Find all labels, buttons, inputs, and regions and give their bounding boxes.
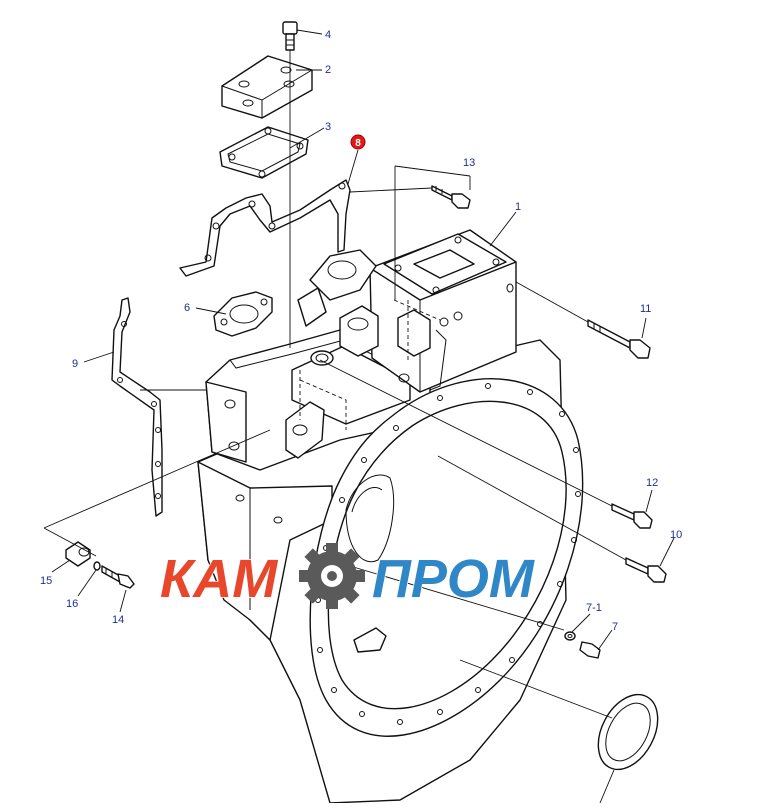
label-9[interactable]: 9	[72, 358, 78, 370]
label-1[interactable]: 1	[515, 201, 521, 213]
label-7[interactable]: 7	[612, 621, 618, 633]
part-4-bolt[interactable]	[282, 21, 298, 51]
label-3[interactable]: 3	[325, 121, 331, 133]
label-8-highlighted[interactable]: 8	[350, 134, 366, 150]
seal-ring[interactable]	[586, 684, 669, 779]
part-12-bolt[interactable]	[611, 503, 653, 529]
part-16-ring[interactable]	[93, 561, 101, 571]
part-14-stud[interactable]	[101, 565, 135, 589]
part-7-plug[interactable]	[579, 641, 601, 659]
part-7-1-washer[interactable]	[564, 631, 576, 641]
leader-lines	[43, 29, 675, 804]
part-13-bolt[interactable]	[431, 185, 471, 209]
watermark-logo: КАМ ПРОМ	[159, 543, 536, 610]
label-2[interactable]: 2	[325, 64, 331, 76]
part-10-bolt[interactable]	[625, 557, 667, 583]
part-3-gasket[interactable]	[219, 126, 309, 179]
gear-icon	[299, 543, 365, 609]
part-15-sleeve[interactable]	[65, 541, 91, 567]
part-8-gasket[interactable]	[179, 179, 351, 277]
part-1-housing[interactable]	[197, 229, 584, 804]
label-7-1[interactable]: 7-1	[586, 602, 602, 614]
watermark-right-text: ПРОМ	[372, 549, 535, 609]
part-9-gasket[interactable]	[111, 297, 163, 517]
part-11-bolt[interactable]	[587, 319, 651, 359]
label-16[interactable]: 16	[66, 598, 78, 610]
part-6-gasket[interactable]	[213, 291, 273, 337]
part-2-cover[interactable]	[221, 55, 313, 119]
part-number-labels: 4 2 3 6 9 13 1 11 12 10 7-1 7 15 16 14 8	[40, 29, 682, 633]
label-14[interactable]: 14	[112, 614, 124, 626]
watermark-left-text: КАМ	[160, 549, 278, 609]
label-10[interactable]: 10	[670, 529, 682, 541]
label-11[interactable]: 11	[640, 303, 651, 315]
svg-text:8: 8	[355, 138, 361, 149]
label-13[interactable]: 13	[463, 157, 475, 169]
label-6[interactable]: 6	[184, 302, 190, 314]
label-15[interactable]: 15	[40, 575, 52, 587]
label-4[interactable]: 4	[325, 29, 331, 41]
label-12[interactable]: 12	[646, 477, 658, 489]
